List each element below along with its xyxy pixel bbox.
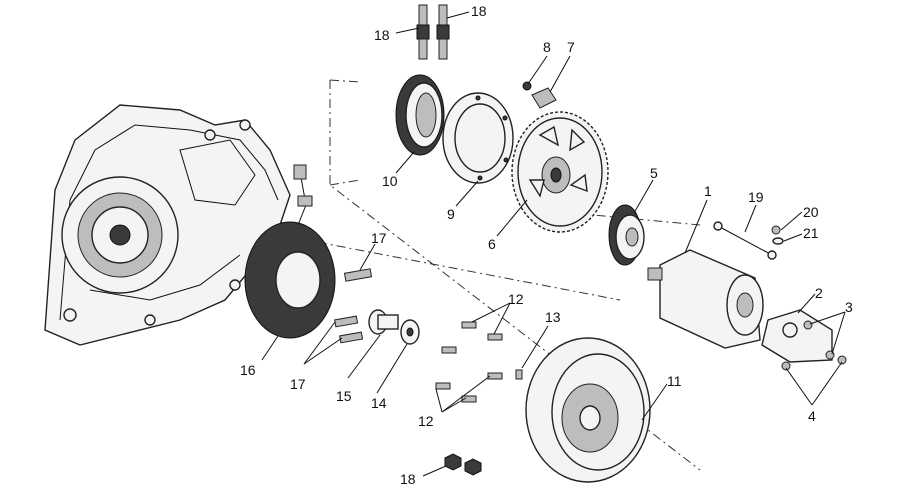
washer-part-14	[400, 319, 420, 345]
bearing-part-10	[395, 74, 445, 156]
cable-part-19	[713, 221, 777, 260]
ring-gear-part-9	[442, 92, 514, 184]
callout-4: 4	[808, 408, 816, 424]
callout-12-upper: 12	[508, 291, 524, 307]
callout-18-bottom: 18	[400, 471, 416, 487]
callout-15: 15	[336, 388, 352, 404]
callout-11: 11	[667, 373, 682, 389]
callout-14: 14	[371, 395, 387, 411]
callout-3: 3	[845, 299, 853, 315]
callout-8: 8	[543, 39, 551, 55]
callout-2: 2	[815, 285, 823, 301]
callout-6: 6	[488, 236, 496, 252]
callout-12-lower: 12	[418, 413, 434, 429]
bracket-part-2	[761, 309, 847, 371]
callout-10: 10	[382, 173, 398, 189]
callout-labels: 18 18 8 7 10 9 6 5 1 19 20 21 2 3 4 17 1…	[240, 3, 853, 487]
starter-gear-part-6	[511, 111, 609, 233]
callout-20: 20	[803, 204, 819, 220]
callout-19: 19	[748, 189, 764, 205]
nuts-part-18	[444, 453, 482, 476]
callout-1: 1	[704, 183, 712, 199]
spark-plugs	[416, 4, 450, 60]
plate-part-7	[522, 81, 557, 109]
stator-part-16	[244, 164, 336, 339]
callout-13: 13	[545, 309, 561, 325]
callout-7: 7	[567, 39, 575, 55]
leader-lines	[261, 11, 846, 477]
crankcase-cover	[44, 104, 291, 346]
callout-16: 16	[240, 362, 256, 378]
bolt-part-20	[771, 225, 781, 235]
bolts-part-12	[435, 321, 503, 403]
idler-gear-part-5	[608, 204, 645, 266]
callout-5: 5	[650, 165, 658, 181]
callout-18-top-right: 18	[471, 3, 487, 19]
callout-21: 21	[803, 225, 819, 241]
starter-motor-part-1	[647, 249, 764, 349]
key-part-13	[515, 369, 523, 380]
callout-9: 9	[447, 206, 455, 222]
callout-17-upper: 17	[371, 230, 387, 246]
flywheel-part-11	[525, 337, 651, 483]
callout-18-top-left: 18	[374, 27, 390, 43]
callout-17-lower: 17	[290, 376, 306, 392]
bolts-part-17	[334, 268, 373, 344]
spacer-part-15	[368, 309, 399, 335]
washer-part-21	[772, 237, 784, 245]
